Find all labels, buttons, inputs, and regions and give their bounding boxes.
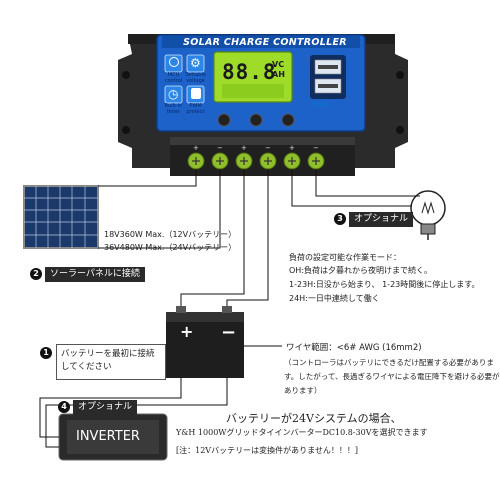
step-4-badge: 4	[58, 401, 70, 413]
wire-note-3: あります）	[284, 386, 322, 395]
gear-icon: ⚙	[190, 56, 201, 70]
battery-illustration	[166, 306, 244, 378]
inverter-optional-tag: オプショナル	[73, 400, 138, 415]
step-1-badge: 1	[40, 347, 52, 359]
power-icon	[169, 57, 179, 67]
terminal-label-6: −	[313, 144, 319, 152]
lcd-display: 88.8	[222, 60, 277, 84]
controller-title: SOLAR CHARGE CONTROLLER	[183, 37, 347, 48]
load-mode-1-23h: 1-23H:日没から始まり、 1-23時間後に停止します。	[289, 280, 480, 289]
load-mode-24h: 24H:一日中連続して働く	[289, 294, 380, 303]
footer-line-1: バッテリーが24Vシステムの場合、	[226, 412, 402, 425]
button-label-timer: Built-in timer	[164, 103, 183, 115]
terminal-label-3: +	[241, 144, 247, 152]
button-label-settable: Settable voltage	[185, 72, 206, 84]
usb-label: USB	[313, 101, 330, 109]
footer-line-2: Y&H 1000WグリッドタイインバーターDC10.8-30Vを選択できます	[176, 428, 428, 437]
lock-icon	[191, 88, 201, 99]
button-label-mcu: MCU control	[164, 72, 183, 84]
terminal-label-5: +	[289, 144, 295, 152]
solar-spec-12v: 18V360W Max.（12Vバッテリー）	[104, 230, 237, 239]
solar-spec-24v: 36V480W Max.（24Vバッテリー）	[104, 243, 237, 252]
battery-plus-sign: +	[180, 322, 194, 341]
solar-panel-illustration	[23, 185, 99, 249]
terminal-label-1: +	[193, 144, 199, 152]
wire-range: ワイヤ範囲：<6# AWG (16mm2)	[286, 343, 422, 353]
lcd-unit-bottom: AH	[272, 70, 285, 79]
load-optional-tag: オプショナル	[349, 212, 414, 227]
battery-instruction-line1: バッテリーを最初に接続	[61, 349, 155, 359]
lcd-unit-top: VC	[272, 60, 285, 69]
step-3-badge: 3	[334, 213, 346, 225]
battery-instruction-line2: してください	[61, 362, 112, 372]
solar-connect-tag: ソーラーパネルに接続	[45, 267, 145, 282]
terminal-block	[187, 152, 325, 170]
load-modes-title: 負荷の設定可能な作業モード：	[289, 253, 401, 262]
wire-note-1: （コントローラはバッテリにできるだけ配置する必要がありま	[284, 358, 494, 367]
light-bulb-icon	[410, 190, 446, 240]
battery-instruction-box: バッテリーを最初に接続 してください	[56, 344, 166, 380]
inverter-illustration	[58, 413, 168, 461]
footer-line-3: [注：12Vバッテリーは変換件がありません！！！]	[176, 446, 358, 455]
terminal-label-4: −	[265, 144, 271, 152]
inverter-label: INVERTER	[76, 429, 140, 444]
load-mode-oh: OH:負荷は夕暮れから夜明けまで続く。	[289, 266, 433, 275]
battery-minus-sign: −	[221, 322, 237, 343]
clock-icon: ◷	[168, 87, 179, 101]
terminal-label-2: −	[217, 144, 223, 152]
wire-note-2: す。したがって、長過ぎるワイヤによる電圧降下を避ける必要が	[284, 372, 500, 381]
step-2-badge: 2	[30, 268, 42, 280]
button-label-pwm: PWM protect	[186, 103, 205, 115]
